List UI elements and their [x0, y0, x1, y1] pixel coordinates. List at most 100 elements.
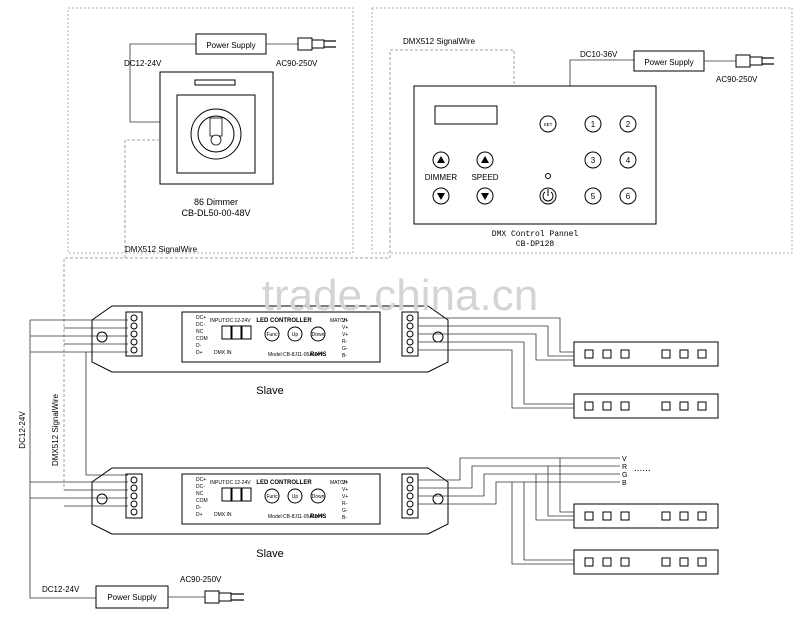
panel-dc-label: DC10-36V — [580, 50, 618, 59]
dimmer-knob-icon[interactable] — [190, 108, 242, 160]
svg-text:2: 2 — [626, 120, 631, 129]
speed-down-button[interactable] — [476, 187, 494, 205]
controller1-up-button[interactable]: Up — [287, 326, 303, 342]
svg-text:R-: R- — [342, 501, 348, 507]
dimmer-power-supply-label: Power Supply — [206, 41, 255, 50]
svg-text:RoHS: RoHS — [310, 352, 326, 358]
svg-text:3: 3 — [591, 156, 596, 165]
svg-text:Model:CB-8J11-05A-24V: Model:CB-8J11-05A-24V — [268, 514, 324, 520]
controller2-down-button[interactable]: Down — [310, 488, 326, 504]
speed-up-button[interactable] — [476, 151, 494, 169]
panel-led-indicator — [545, 173, 551, 179]
bottom-dc-label: DC12-24V — [42, 585, 80, 594]
dimmer-button-label: DIMMER — [425, 173, 458, 182]
svg-text:Model:CB-8J11-05A-24V: Model:CB-8J11-05A-24V — [268, 352, 324, 358]
dimmer-up-button[interactable] — [432, 151, 450, 169]
svg-text:R-: R- — [342, 339, 348, 345]
svg-text:Up: Up — [292, 332, 299, 338]
svg-text:G-: G- — [342, 346, 348, 352]
svg-text:DMX IN: DMX IN — [214, 350, 232, 356]
mount-hole-icon — [96, 331, 108, 343]
led-strip — [573, 549, 719, 575]
controller1-down-button[interactable]: Down — [310, 326, 326, 342]
dimmer-device — [159, 71, 274, 185]
key-6-button[interactable]: 6 — [619, 187, 637, 205]
dimmer-down-button[interactable] — [432, 187, 450, 205]
svg-text:DC-: DC- — [196, 484, 205, 490]
svg-text:Down: Down — [312, 494, 325, 500]
svg-text:MATCH: MATCH — [330, 480, 348, 486]
mount-hole-icon — [96, 493, 108, 505]
svg-text:V+: V+ — [342, 325, 348, 331]
controller2-left-terminal — [125, 473, 143, 519]
panel-ac-label: AC90-250V — [716, 75, 758, 84]
led-controller-2: DC+ DC- NC COM D- D+ INPUT:DC 12-24V DMX… — [91, 467, 449, 535]
svg-text:V+: V+ — [342, 480, 348, 486]
panel-signal-label: DMX512 SignalWire — [403, 37, 476, 46]
led-strip — [573, 503, 719, 529]
vertical-signal-label: DMX512 SignalWire — [51, 393, 60, 466]
led-strip — [573, 393, 719, 419]
bus-power-wire — [29, 320, 96, 599]
dimmer-frame — [67, 7, 354, 254]
controller2-up-button[interactable]: Up — [287, 488, 303, 504]
dimmer-slot — [194, 79, 236, 86]
svg-text:V+: V+ — [342, 494, 348, 500]
plug-icon — [204, 590, 244, 604]
panel-signal-wire — [389, 49, 515, 230]
set-button[interactable]: SET — [539, 115, 557, 133]
bus-signal-wire — [63, 230, 391, 490]
panel-title: DMX Control Pannel — [492, 230, 579, 239]
dimmer-title: 86 Dimmer — [194, 197, 238, 207]
key-4-button[interactable]: 4 — [619, 151, 637, 169]
bottom-ac-label: AC90-250V — [180, 575, 222, 584]
svg-text:D-: D- — [196, 505, 202, 511]
svg-text:COM: COM — [196, 336, 208, 342]
dimmer-plate — [176, 94, 256, 174]
svg-text:DMX IN: DMX IN — [214, 512, 232, 518]
svg-text:MATCH: MATCH — [330, 318, 348, 324]
svg-text:NC: NC — [196, 491, 204, 497]
svg-text:D-: D- — [196, 343, 202, 349]
svg-text:V+: V+ — [342, 487, 348, 493]
bottom-power-supply-label: Power Supply — [107, 593, 156, 602]
mount-hole-icon — [432, 331, 444, 343]
svg-text:INPUT:DC 12-24V: INPUT:DC 12-24V — [210, 318, 251, 324]
svg-text:COM: COM — [196, 498, 208, 504]
svg-text:6: 6 — [626, 192, 631, 201]
svg-text:Func: Func — [266, 332, 278, 338]
led-strip — [573, 341, 719, 367]
svg-text:G-: G- — [342, 508, 348, 514]
svg-text:SET: SET — [544, 122, 553, 127]
controller2-func-button[interactable]: Func — [264, 488, 280, 504]
controller2-right-terminal — [401, 473, 419, 519]
svg-text:RoHS: RoHS — [310, 514, 326, 520]
key-2-button[interactable]: 2 — [619, 115, 637, 133]
svg-text:Func: Func — [266, 494, 278, 500]
watermark-text: trade.china.cn — [262, 271, 538, 320]
dmx-control-panel — [413, 85, 657, 225]
panel-power-supply-label: Power Supply — [644, 58, 693, 67]
speed-button-label: SPEED — [471, 173, 498, 182]
power-button[interactable] — [539, 187, 557, 205]
svg-text:DC+: DC+ — [196, 315, 206, 321]
svg-text:R: R — [622, 464, 627, 471]
svg-text:1: 1 — [591, 120, 596, 129]
key-3-button[interactable]: 3 — [584, 151, 602, 169]
svg-text:5: 5 — [591, 192, 596, 201]
svg-text:D+: D+ — [196, 350, 203, 356]
svg-text:4: 4 — [626, 156, 631, 165]
svg-text:B-: B- — [342, 353, 347, 359]
key-1-button[interactable]: 1 — [584, 115, 602, 133]
dimmer-dc-label: DC12-24V — [124, 59, 162, 68]
svg-text:V+: V+ — [342, 332, 348, 338]
svg-text:B: B — [622, 480, 627, 487]
controller1-left-terminal — [125, 311, 143, 357]
controller2-title: LED CONTROLLER — [256, 480, 312, 486]
svg-text:V: V — [622, 456, 627, 463]
dimmer-model: CB-DL50-00-48V — [181, 208, 250, 218]
key-5-button[interactable]: 5 — [584, 187, 602, 205]
bus-signal-label: DMX512 SignalWire — [125, 245, 198, 254]
controller1-func-button[interactable]: Func — [264, 326, 280, 342]
